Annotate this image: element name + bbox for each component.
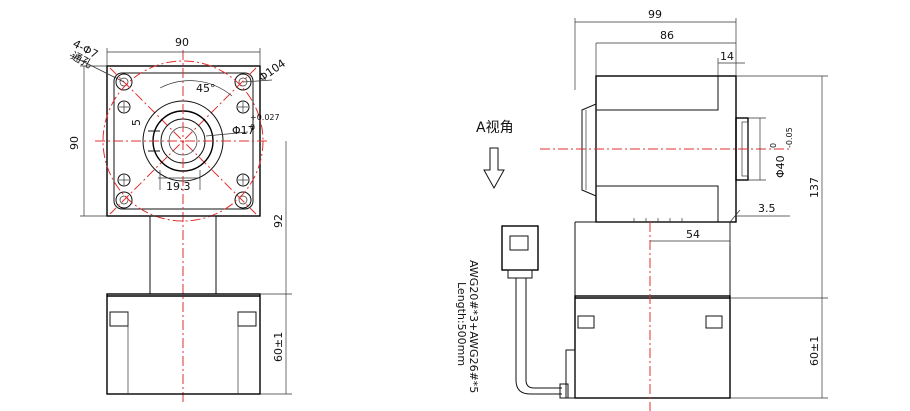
front-view: 4-Φ7 通孔 90 90 Φ104 45° Φ17 +0.027 0 5 19…: [68, 36, 292, 405]
view-arrow: [483, 147, 505, 190]
pilot-tol-low-label: 0: [250, 123, 255, 132]
boss-dia-label: Φ40: [774, 155, 787, 178]
cable: [515, 278, 562, 395]
flange-offset-label: 14: [720, 50, 734, 63]
view-label: A视角: [476, 120, 514, 136]
motor-height-label-left: 60±1: [272, 332, 285, 362]
boss-tol-upper: 0: [769, 143, 778, 148]
overall-length-label: 99: [648, 8, 662, 21]
mount-holes: [115, 73, 252, 209]
shaft-height-label: 19.3: [166, 180, 191, 193]
pilot-dia-label: Φ17: [232, 124, 255, 137]
pcd-label: Φ104: [256, 57, 288, 85]
angle-label: 45°: [196, 82, 216, 95]
body-length-label: 86: [660, 29, 674, 42]
cable-length-label: Length:500mm: [455, 282, 468, 366]
connector-plug: [501, 225, 539, 271]
front-cap: [581, 103, 597, 197]
key-width-label: 5: [130, 119, 143, 126]
motor-height-label-right: 60±1: [808, 336, 821, 366]
boss-step-label: 3.5: [758, 202, 776, 215]
gearbox-height-label: 92: [272, 214, 285, 228]
side-view: A视角 AWG20#*3+AWG26#*5 Length:500mm 99 86…: [455, 8, 828, 411]
cable-spec-label: AWG20#*3+AWG26#*5: [467, 260, 480, 393]
boss-tol-lower: -0.05: [785, 127, 794, 148]
side-motor-body: [574, 295, 731, 399]
motor-body: [106, 293, 261, 395]
flange-height-label: 90: [68, 136, 81, 150]
lower-offset-label: 54: [686, 228, 700, 241]
lower-body: [575, 221, 731, 296]
vent-ticks: [633, 218, 683, 222]
overall-height-label: 137: [808, 177, 821, 198]
flange-width-label: 90: [175, 36, 189, 49]
pilot-tol-label: +0.027: [250, 113, 280, 122]
